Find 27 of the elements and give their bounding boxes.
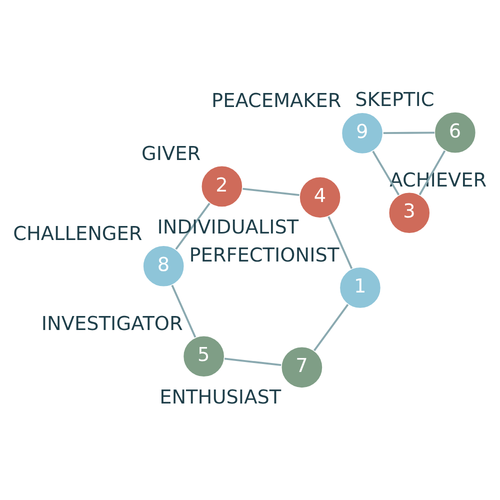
node-circle: 2	[200, 165, 244, 208]
connector	[328, 216, 353, 269]
node-circle: 9	[341, 112, 384, 154]
node-circle: 7	[280, 346, 324, 389]
node-label: ENTHUSIAST	[160, 385, 282, 408]
connector	[224, 358, 282, 366]
connector	[171, 284, 196, 338]
node-circle: 4	[298, 176, 342, 219]
node-label: GIVER	[141, 142, 201, 166]
node-label: CHALLENGER	[13, 222, 142, 245]
node-circle: 5	[182, 335, 225, 378]
connector	[372, 150, 400, 196]
node-circle: 1	[339, 266, 382, 309]
node-label: SKEPTIC	[355, 88, 434, 112]
connector	[242, 188, 300, 196]
connector	[175, 202, 210, 250]
node-circle: 3	[388, 192, 430, 234]
connector	[314, 304, 349, 352]
node-label: PEACEMAKER	[212, 88, 342, 112]
node-circle: 6	[434, 111, 476, 154]
node-label: ACHIEVER	[390, 168, 487, 192]
connector	[383, 132, 434, 134]
connector	[418, 150, 446, 196]
node-circle: 8	[142, 245, 185, 288]
node-label: INDIVIDUALIST	[157, 215, 299, 238]
node-label: INVESTIGATOR	[41, 312, 183, 335]
node-label: PERFECTIONIST	[189, 243, 340, 266]
